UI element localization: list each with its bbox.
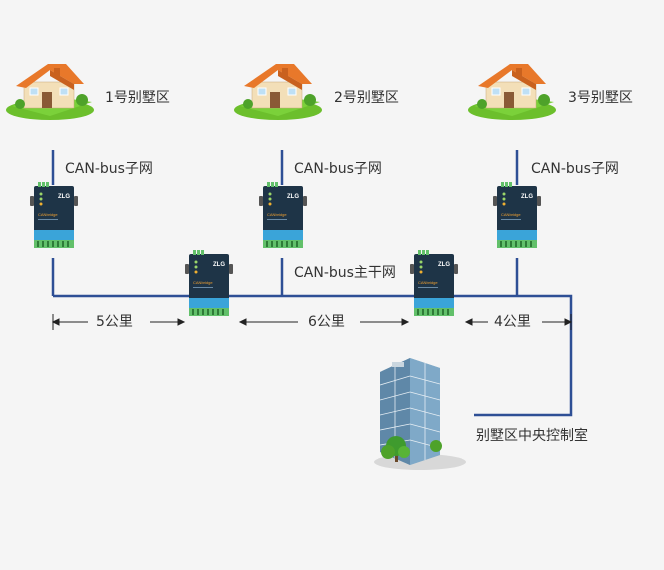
trunk-label: CAN-bus主干网 [294,265,396,281]
control-center-building [374,358,466,470]
can-bridge-device-4 [185,250,233,316]
villa-label-2: 2号别墅区 [334,90,399,106]
tree-icon [381,436,442,462]
distance-markers [51,314,573,330]
trunk-line [53,294,573,417]
can-bridge-device-3 [493,182,541,248]
subnet-label-1: CAN-bus子网 [65,161,153,177]
villa-house-1 [5,63,95,121]
villa-label-3: 3号别墅区 [568,90,633,106]
can-bridge-device-5 [410,250,458,316]
villa-house-2 [233,63,323,121]
distance-label-3: 4公里 [494,314,531,330]
control-room-label: 别墅区中央控制室 [476,428,588,444]
villa-house-3 [467,63,557,121]
subnet-label-3: CAN-bus子网 [531,161,619,177]
bus-lines [51,150,573,417]
subnet-label-2: CAN-bus子网 [294,161,382,177]
distance-label-2: 6公里 [308,314,345,330]
can-bridge-device-1 [30,182,78,248]
distance-label-1: 5公里 [96,314,133,330]
can-bridge-device-2 [259,182,307,248]
villa-label-1: 1号别墅区 [105,90,170,106]
